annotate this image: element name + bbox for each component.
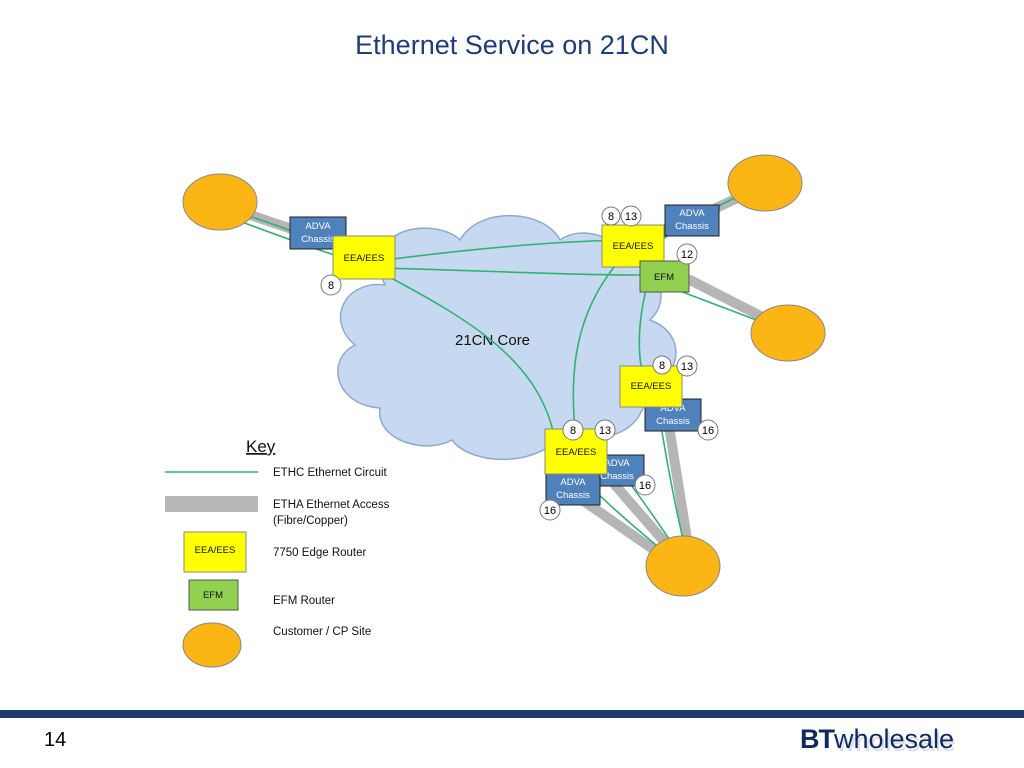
circuit-2	[214, 211, 781, 331]
efm-box: EFM	[639, 260, 690, 293]
legend-efm-swatch	[188, 579, 239, 611]
svg-text:8: 8	[570, 425, 576, 437]
svg-text:EFM: EFM	[654, 272, 674, 283]
svg-text:16: 16	[702, 425, 714, 437]
customer-site-bottom	[645, 535, 721, 597]
svg-text:Chassis: Chassis	[675, 221, 709, 232]
legend-access-label: ETHA Ethernet Access	[273, 499, 390, 511]
legend-eea-swatch	[183, 531, 247, 573]
port-badge: 16	[634, 474, 656, 496]
customer-site-topleft	[182, 173, 258, 231]
slide-title: Ethernet Service on 21CN	[355, 30, 669, 60]
core-cloud	[337, 214, 677, 461]
svg-text:ADVA: ADVA	[305, 221, 331, 232]
circuit-3	[379, 271, 556, 441]
legend-access-sublabel: (Fibre/Copper)	[273, 515, 348, 527]
port-badge: 8	[320, 274, 342, 296]
logo-wordmark: wholesale	[834, 724, 955, 754]
legend-access-swatch	[165, 496, 258, 512]
svg-text:8: 8	[608, 211, 614, 223]
svg-text:EEA/EES: EEA/EES	[613, 241, 654, 252]
legend-eea-label: 7750 Edge Router	[273, 547, 367, 559]
port-badges: 8 8 13 12 8 13 16 8 13 16 16	[320, 205, 719, 521]
adva-box-bottom-left: ADVA Chassis	[545, 473, 601, 506]
svg-text:16: 16	[639, 480, 651, 492]
network-diagram: 21CN Core ADVA Chassis	[165, 154, 826, 668]
legend-efm-swatch-label: EFM	[203, 590, 223, 601]
svg-text:EEA/EES: EEA/EES	[556, 447, 597, 458]
adva-box-topright: ADVA Chassis	[664, 204, 720, 237]
port-badge: 8	[562, 419, 584, 441]
svg-text:ADVA: ADVA	[560, 477, 586, 488]
legend-circuit-label: ETHC Ethernet Circuit	[273, 467, 388, 479]
eea-box-topright: EEA/EES	[601, 224, 665, 268]
svg-text:Chassis: Chassis	[556, 490, 590, 501]
customer-site-right	[750, 304, 826, 362]
svg-text:Chassis: Chassis	[656, 416, 690, 427]
footer-bar	[0, 710, 1024, 718]
svg-text:ADVA: ADVA	[660, 403, 686, 414]
port-badge: 13	[620, 205, 642, 227]
access-link-bottom-c	[663, 415, 695, 563]
port-badge: 8	[601, 206, 621, 226]
page-number: 14	[44, 729, 67, 751]
port-badge: 13	[594, 419, 616, 441]
legend-customer-label: Customer / CP Site	[273, 626, 371, 638]
eea-box-mid: EEA/EES	[619, 365, 683, 408]
svg-text:8: 8	[328, 280, 334, 292]
svg-text:Chassis: Chassis	[301, 234, 335, 245]
logo-bt: BT	[800, 724, 835, 754]
svg-text:13: 13	[599, 425, 611, 437]
svg-text:Chassis: Chassis	[600, 471, 634, 482]
legend: Key ETHC Ethernet Circuit ETHA Ethernet …	[165, 437, 390, 668]
svg-text:ADVA: ADVA	[604, 458, 630, 469]
legend-eea-swatch-label: EEA/EES	[195, 545, 236, 556]
port-badge: 13	[676, 355, 698, 377]
legend-efm-label: EFM Router	[273, 595, 335, 607]
customer-sites	[182, 154, 826, 597]
svg-text:13: 13	[625, 211, 637, 223]
port-badge: 16	[539, 499, 561, 521]
svg-text:EEA/EES: EEA/EES	[344, 253, 385, 264]
port-badge: 16	[697, 419, 719, 441]
svg-text:8: 8	[659, 360, 665, 372]
customer-site-topright	[727, 154, 803, 212]
port-badge: 12	[676, 243, 698, 265]
svg-text:13: 13	[681, 361, 693, 373]
eea-box-left: EEA/EES	[332, 235, 396, 280]
legend-heading: Key	[246, 437, 276, 456]
svg-text:ADVA: ADVA	[679, 208, 705, 219]
logo-watermark: wholesale	[836, 727, 957, 757]
port-badge: 8	[652, 355, 672, 375]
svg-text:12: 12	[681, 249, 693, 261]
svg-text:16: 16	[544, 505, 556, 517]
bt-wholesale-logo: BTwholesale	[800, 724, 954, 754]
svg-text:EEA/EES: EEA/EES	[631, 381, 672, 392]
legend-customer-swatch	[182, 622, 242, 668]
